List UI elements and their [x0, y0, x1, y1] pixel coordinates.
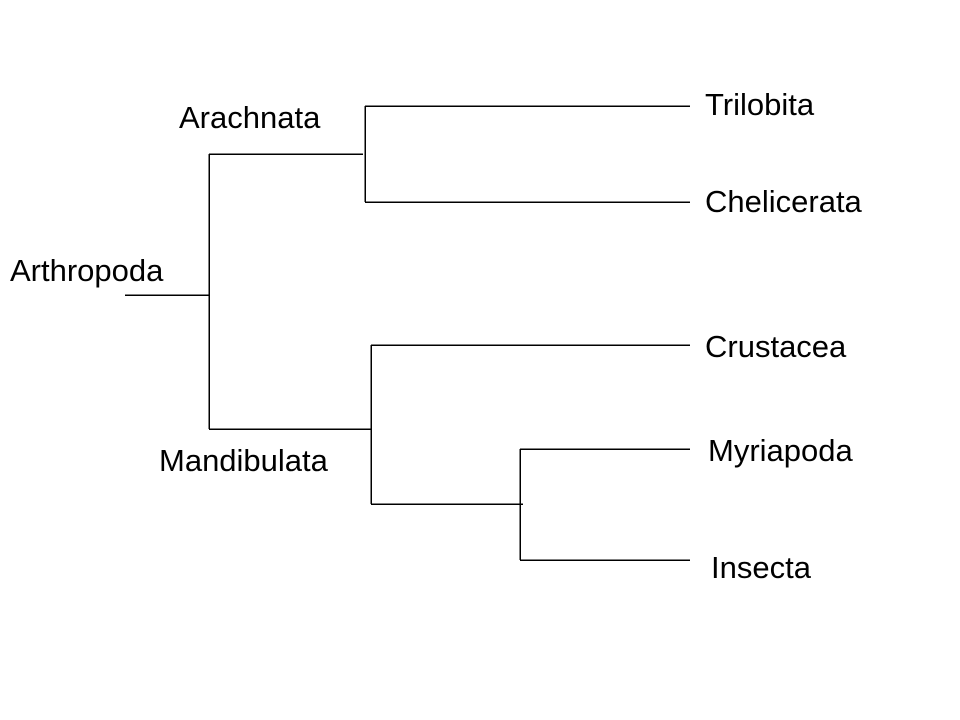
label-arachnata: Arachnata — [179, 100, 321, 135]
node-mandibulata: Mandibulata — [159, 345, 372, 504]
label-myriapoda: Myriapoda — [708, 433, 853, 468]
label-chelicerata: Chelicerata — [705, 184, 863, 219]
label-arthropoda: Arthropoda — [10, 253, 164, 288]
leaf-crustacea: Crustacea — [371, 329, 847, 364]
leaf-insecta: Insecta — [520, 550, 812, 585]
leaf-trilobita: Trilobita — [365, 87, 815, 122]
node-myriapoda-insecta — [371, 449, 523, 560]
leaf-myriapoda: Myriapoda — [520, 433, 853, 468]
node-arachnata: Arachnata — [179, 100, 366, 202]
label-trilobita: Trilobita — [705, 87, 815, 122]
label-crustacea: Crustacea — [705, 329, 847, 364]
label-mandibulata: Mandibulata — [159, 443, 329, 478]
label-insecta: Insecta — [711, 550, 812, 585]
leaf-chelicerata: Chelicerata — [365, 184, 863, 219]
node-arthropoda: Arthropoda — [10, 154, 210, 429]
